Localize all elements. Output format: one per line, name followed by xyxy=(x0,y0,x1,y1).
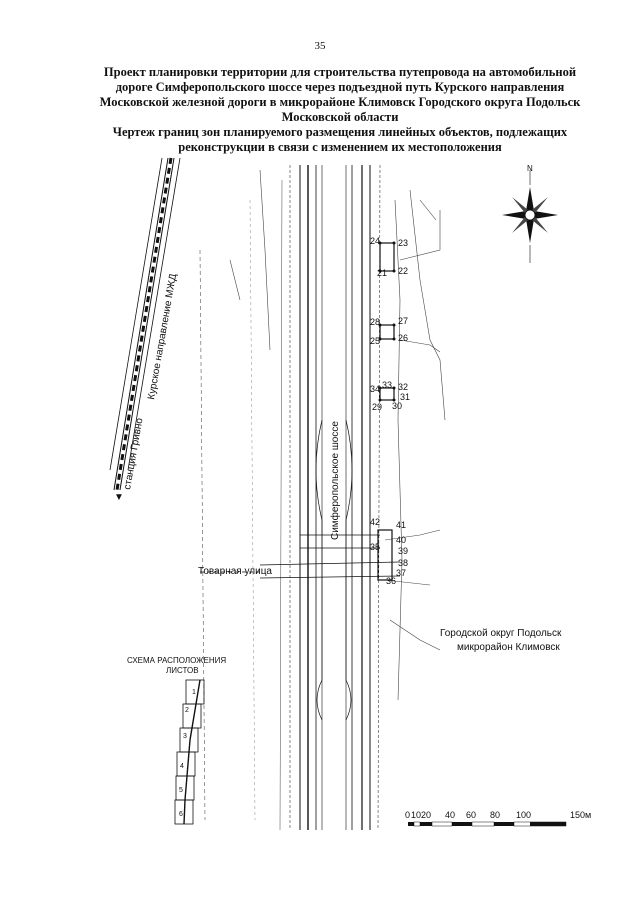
sheet-number: 6 xyxy=(179,811,183,818)
scale-label: 20 xyxy=(421,810,431,820)
point-label: 42 xyxy=(370,517,380,527)
scale-label: 80 xyxy=(490,810,500,820)
point-label: 22 xyxy=(398,266,408,276)
scale-label: 0 xyxy=(405,810,410,820)
point-label: 21 xyxy=(377,268,387,278)
point-label: 39 xyxy=(398,546,408,556)
document-title: Проект планировки территории для строите… xyxy=(60,65,620,155)
point-label: 31 xyxy=(400,392,410,402)
zone-boundary-line xyxy=(249,199,256,821)
title-line: дороге Симферопольского шоссе через подъ… xyxy=(115,80,565,94)
railway-label: Курское направление МЖД xyxy=(146,273,179,401)
point-label: 24 xyxy=(370,236,380,246)
point-label: 36 xyxy=(386,576,396,586)
sheet-scheme xyxy=(174,679,205,825)
district-label: Городской округ Подольск xyxy=(440,628,562,639)
scale-label: 60 xyxy=(466,810,476,820)
sheet-scheme-title: ЛИСТОВ xyxy=(166,666,199,675)
sheet-scheme-title: СХЕМА РАСПОЛОЖЕНИЯ xyxy=(127,656,226,665)
scale-label: 10 xyxy=(411,810,421,820)
station-arrow: ▼ xyxy=(114,492,124,503)
point-label: 25 xyxy=(370,336,380,346)
railway-track xyxy=(109,157,181,491)
point-label: 27 xyxy=(398,316,408,326)
sheet-number: 4 xyxy=(180,763,184,770)
title-line: Проект планировки территории для строите… xyxy=(103,65,577,79)
zone-boundary-line xyxy=(199,249,206,821)
zone-markers xyxy=(377,241,396,581)
title-line: реконструкции в связи с изменением их ме… xyxy=(178,140,502,154)
highway-label: Симферопольское шоссе xyxy=(329,421,341,540)
scale-label: 100 xyxy=(516,810,531,820)
page-number: 35 xyxy=(314,40,326,52)
point-label: 29 xyxy=(372,402,382,412)
point-label: 38 xyxy=(398,558,408,568)
point-label: 33 xyxy=(382,380,392,390)
point-label: 40 xyxy=(396,535,406,545)
point-label: 41 xyxy=(396,520,406,530)
point-label: 26 xyxy=(398,333,408,343)
street-crossing xyxy=(200,534,401,579)
compass-rose: N xyxy=(502,164,558,263)
point-label: 34 xyxy=(370,384,380,394)
compass-north-label: N xyxy=(527,164,533,173)
sheet-number: 3 xyxy=(183,733,187,740)
scale-label: 40 xyxy=(445,810,455,820)
street-label: Товарная улица xyxy=(198,566,272,577)
sheet-number: 2 xyxy=(185,707,189,714)
title-line: Московской области xyxy=(281,110,399,124)
scale-label: 150м xyxy=(570,810,591,820)
point-label: 28 xyxy=(370,317,380,327)
point-label: 30 xyxy=(392,401,402,411)
sheet-number: 5 xyxy=(179,787,183,794)
highway-corridor xyxy=(279,164,381,831)
district-label: микрорайон Климовск xyxy=(457,642,560,653)
point-label: 37 xyxy=(396,568,406,578)
scale-bar xyxy=(408,821,567,827)
title-line: Московской железной дороги в микрорайоне… xyxy=(99,95,581,109)
point-label: 23 xyxy=(398,238,408,248)
point-label: 35 xyxy=(370,542,380,552)
sheet-number: 1 xyxy=(192,689,196,696)
point-label: 32 xyxy=(398,382,408,392)
terrain-lines xyxy=(229,169,446,701)
title-line: Чертеж границ зон планируемого размещени… xyxy=(112,125,568,139)
